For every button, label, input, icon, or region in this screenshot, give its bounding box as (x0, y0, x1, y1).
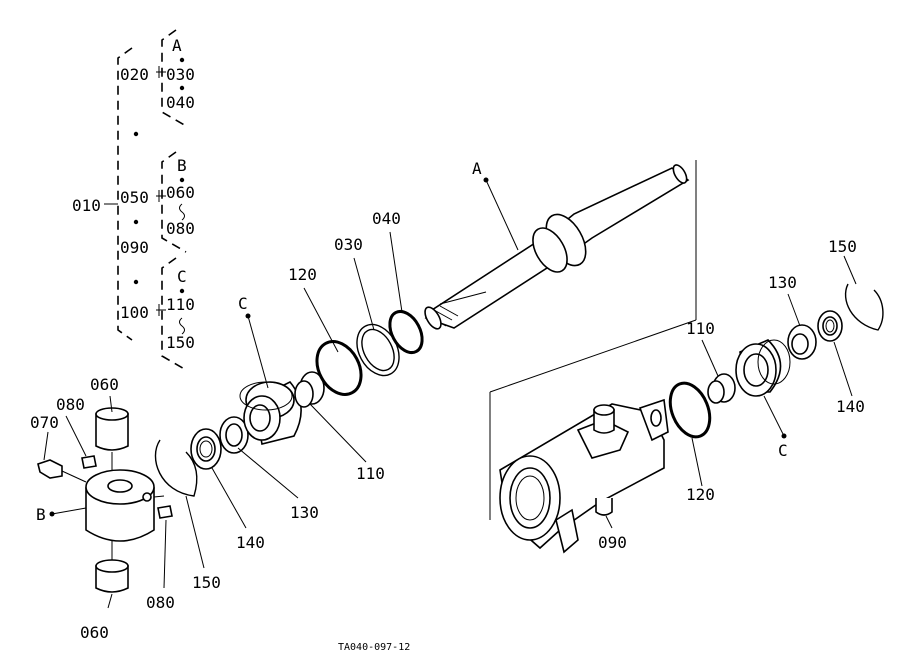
leader-lines (43, 177, 857, 609)
tree-b-letter: B (177, 156, 187, 175)
callout-seal-140-right: 140 (836, 397, 865, 416)
phantom-outline (489, 160, 697, 520)
range-tilde-c (179, 317, 185, 335)
seal-130-right (787, 324, 817, 360)
callout-snap-150-left: 150 (192, 573, 221, 592)
callout-ring-040: 040 (372, 209, 401, 228)
bushing-110-left (294, 371, 325, 408)
callout-bushing-110-left: 110 (356, 464, 385, 483)
callout-housing-b: B (36, 505, 46, 524)
o-ring-120-right (668, 381, 712, 439)
seal-140-left (190, 428, 222, 470)
parts-tree: 010 020 A 030 040 050 B 060 080 090 100 … (72, 29, 195, 371)
plug-080-bottom (157, 505, 173, 519)
tree-solo-label: 090 (120, 238, 149, 257)
seal-130-left (219, 416, 249, 454)
callout-shaft-a: A (472, 159, 482, 178)
tree-a-item-1: 030 (166, 65, 195, 84)
housing-b-block (85, 469, 165, 542)
snap-ring-150-left (154, 439, 198, 497)
gland-c-right (735, 339, 791, 397)
gland-c-left (239, 381, 302, 445)
seal-140-right (817, 310, 843, 342)
bushing-060-top (95, 407, 129, 470)
callout-bushing-060-bottom: 060 (80, 623, 109, 642)
bushing-060-bottom (95, 540, 129, 593)
tree-a-parent-label: 020 (120, 65, 149, 84)
callout-labels: A B C C 120 030 040 110 130 140 150 060 … (30, 159, 865, 642)
plug-080-top (81, 455, 97, 469)
callout-fitting-070: 070 (30, 413, 59, 432)
callout-bushing-060-top: 060 (90, 375, 119, 394)
tree-a-item-2: 040 (166, 93, 195, 112)
tree-c-letter: C (177, 267, 187, 286)
callout-gland-c-right: C (778, 441, 788, 460)
ring-030 (356, 323, 400, 377)
figure-code: TA040-097-12 (338, 642, 410, 653)
o-ring-120-left (315, 340, 363, 396)
range-tilde-b (179, 203, 185, 221)
grease-fitting-070 (37, 459, 87, 483)
tree-a-letter: A (172, 36, 182, 55)
callout-plug-080-top: 080 (56, 395, 85, 414)
callout-seal-140-left: 140 (236, 533, 265, 552)
callout-o-ring-120-right: 120 (686, 485, 715, 504)
callout-ring-030: 030 (334, 235, 363, 254)
shaft-a (424, 164, 690, 330)
callout-seal-130-left: 130 (290, 503, 319, 522)
tree-root-label: 010 (72, 196, 101, 215)
callout-o-ring-120-left: 120 (288, 265, 317, 284)
callout-cylinder-090: 090 (598, 533, 627, 552)
tree-c-parent-label: 100 (120, 303, 149, 322)
bushing-110-right (707, 373, 736, 404)
callout-seal-130-right: 130 (768, 273, 797, 292)
tree-c-item-2: 150 (166, 333, 195, 352)
callout-gland-c-left: C (238, 294, 248, 313)
snap-ring-150-right (844, 283, 884, 331)
tree-b-item-2: 080 (166, 219, 195, 238)
cylinder-tube-090 (499, 398, 669, 554)
ring-040 (388, 309, 424, 355)
callout-snap-150-right: 150 (828, 237, 857, 256)
tree-c-item-1: 110 (166, 295, 195, 314)
tree-b-parent-label: 050 (120, 188, 149, 207)
tree-b-item-1: 060 (166, 183, 195, 202)
callout-bushing-110-right: 110 (686, 319, 715, 338)
callout-plug-080-bottom: 080 (146, 593, 175, 612)
